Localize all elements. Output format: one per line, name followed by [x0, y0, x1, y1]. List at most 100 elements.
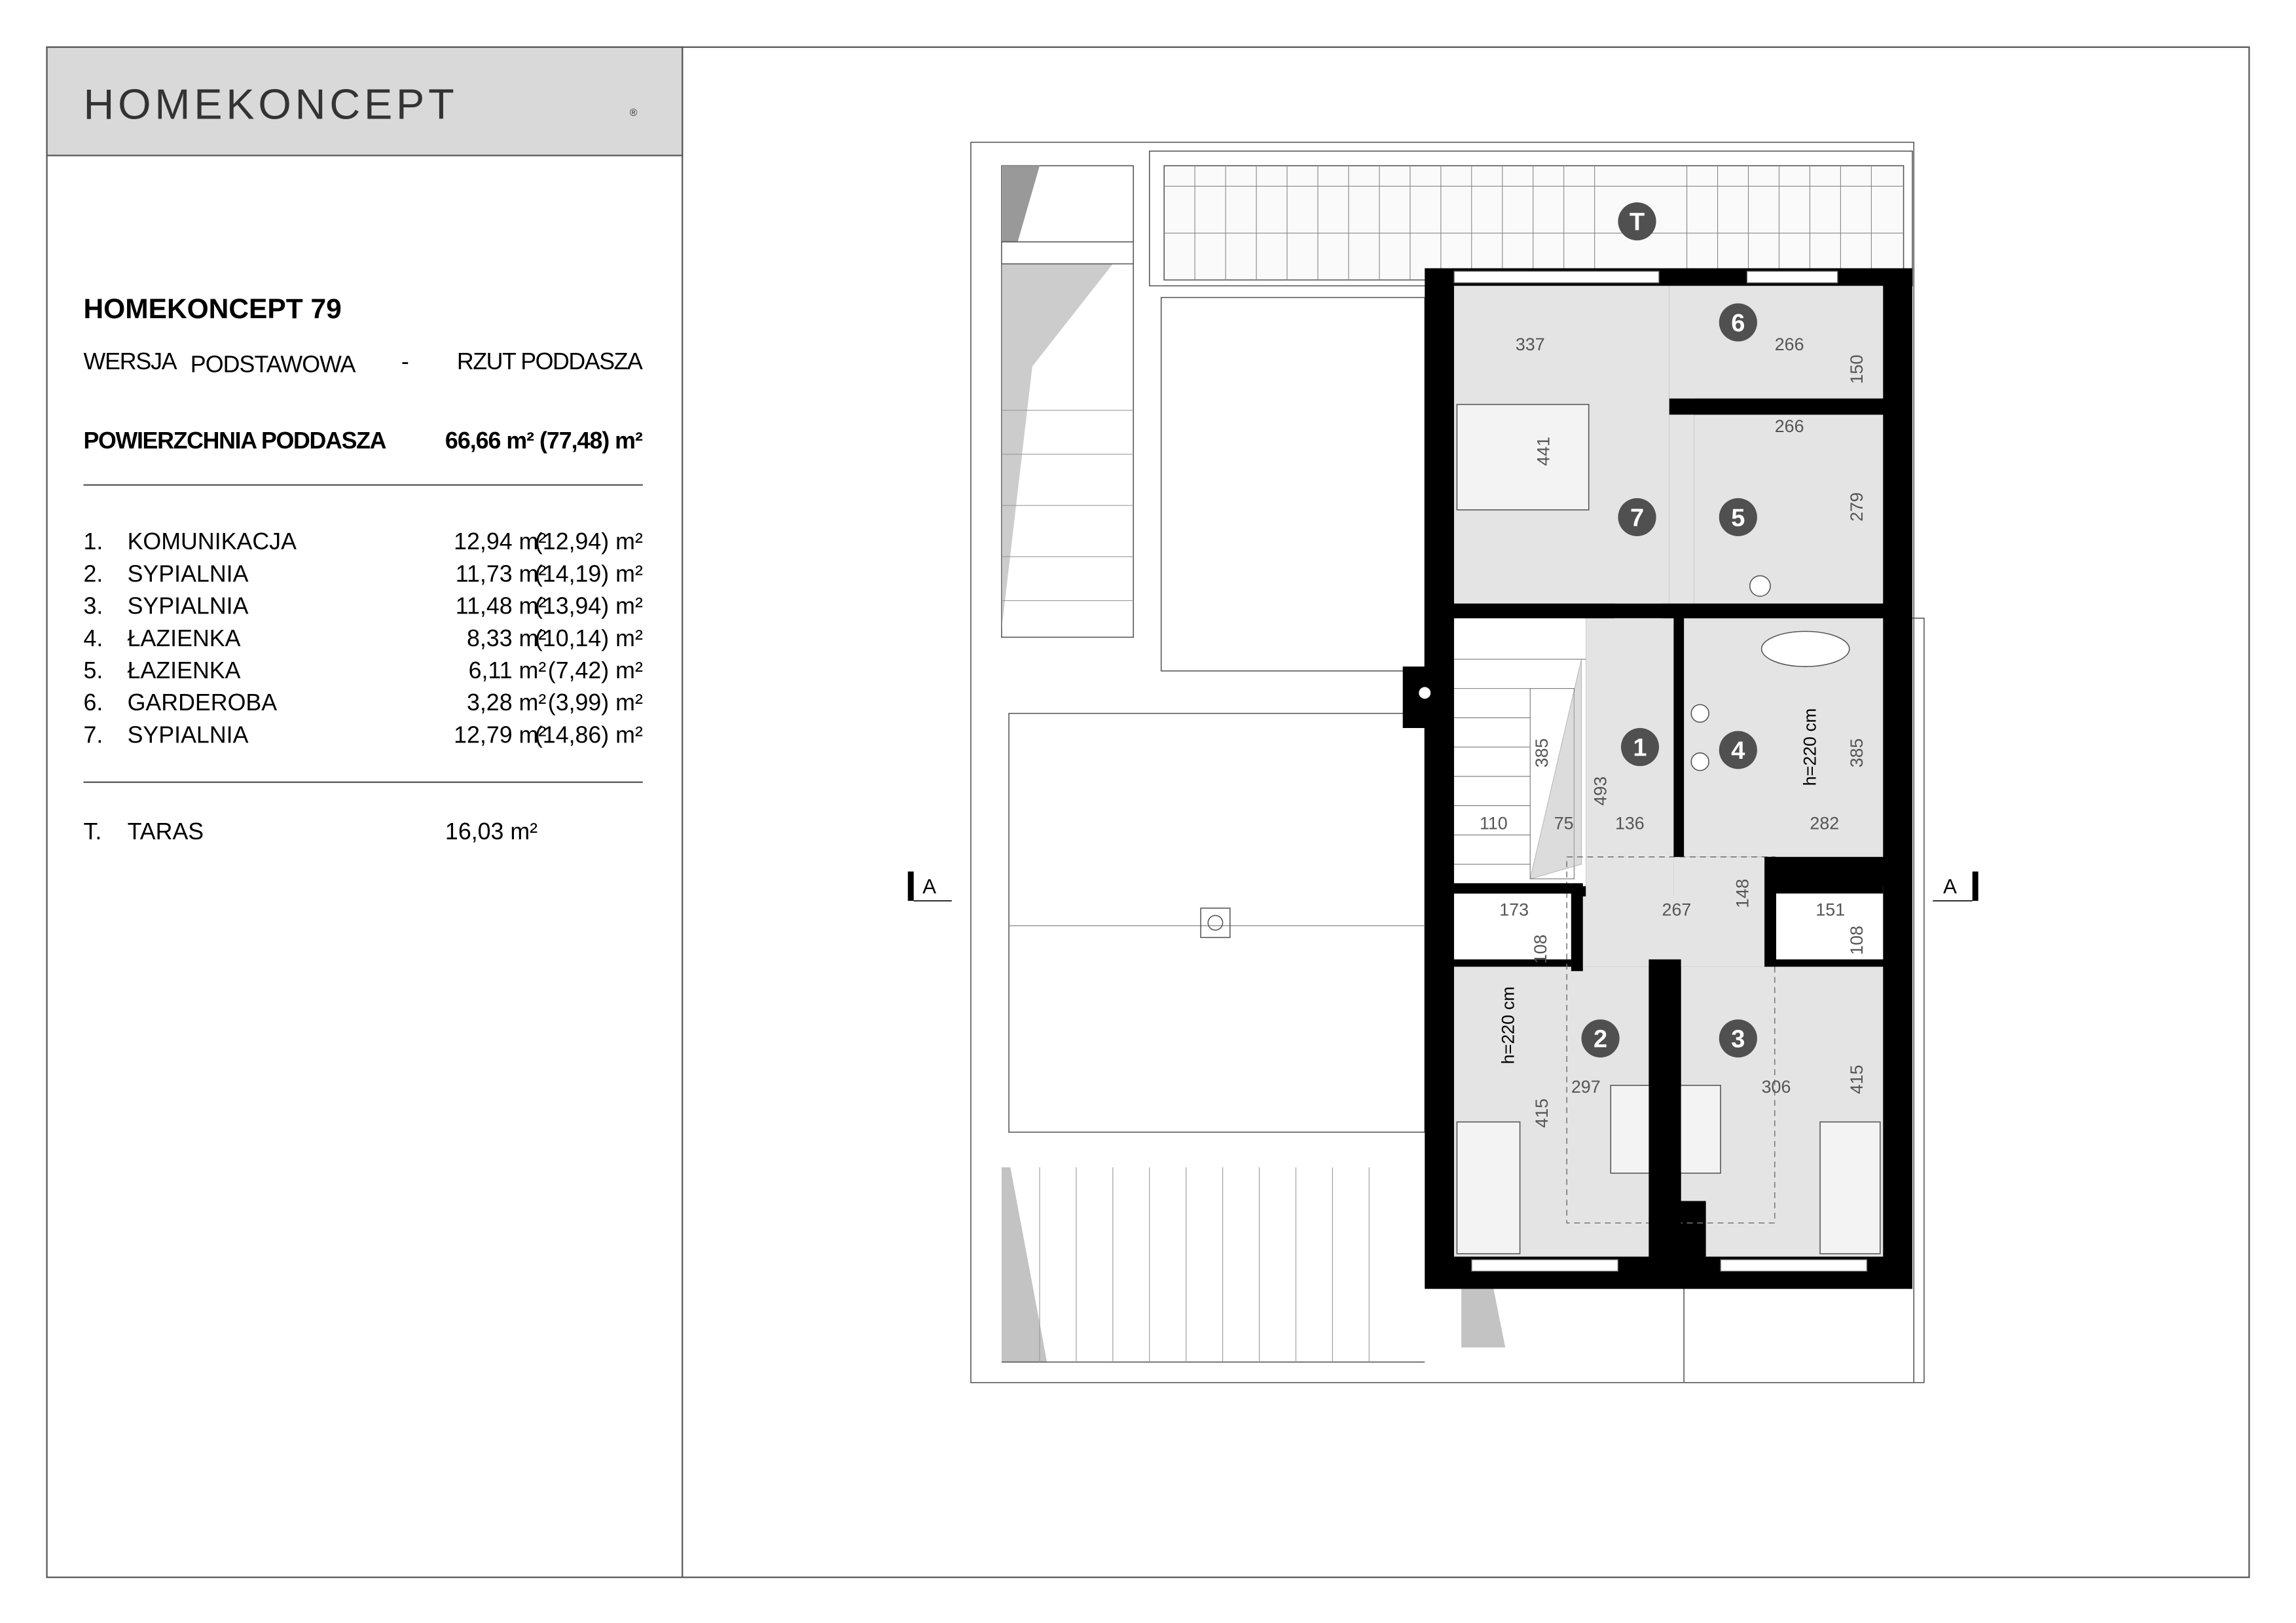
terrace-number: T.: [83, 818, 101, 845]
version-label: WERSJA: [83, 348, 177, 374]
room-gross-area: (10,14) m²: [535, 625, 643, 651]
room-name: KOMUNIKACJA: [128, 528, 297, 555]
room-row: 3. SYPIALNIA 11,48 m² (13,94) m²: [83, 593, 642, 619]
room-name: SYPIALNIA: [128, 721, 249, 748]
room-area: 11,73 m²: [456, 560, 547, 587]
sheet-frame: [46, 46, 2250, 1578]
room-area: 12,94 m²: [454, 528, 546, 555]
room-area: 11,48 m²: [456, 593, 547, 619]
marker-2: 2: [1581, 1019, 1620, 1058]
room-number: 2.: [83, 560, 103, 587]
svg-text:2: 2: [1594, 1026, 1607, 1053]
room-name: ŁAZIENKA: [128, 625, 241, 651]
brand-logo: HOMEKONCEPT: [83, 81, 458, 128]
room-name: ŁAZIENKA: [128, 657, 241, 684]
skylight-icon: [1200, 907, 1231, 938]
terrace: [1148, 151, 1913, 287]
room-row: 6. GARDEROBA 3,28 m² (3,99) m²: [83, 689, 642, 716]
room-number: 7.: [83, 721, 103, 748]
terrace-area: 16,03 m²: [445, 818, 538, 845]
interior-walls: [1453, 398, 1884, 1257]
room-gross-area: (12,94) m²: [535, 528, 643, 555]
dim-label: 266: [1775, 416, 1804, 436]
dim-label: 385: [1532, 739, 1552, 768]
room-name: GARDEROBA: [128, 689, 278, 716]
storage-right: [1776, 886, 1884, 960]
area-label: POWIERZCHNIA PODDASZA: [83, 428, 386, 454]
svg-text:T: T: [1630, 209, 1645, 236]
room-6: [1669, 285, 1884, 399]
dim-label: 279: [1847, 492, 1867, 522]
room-gross-area: (13,94) m²: [535, 593, 643, 619]
dim-label: 110: [1480, 813, 1508, 833]
marker-6: 6: [1719, 303, 1757, 342]
area-value: 66,66 m² (77,48) m²: [445, 428, 643, 454]
room-area: 6,11 m²: [469, 657, 547, 684]
marker-3: 3: [1719, 1019, 1757, 1058]
room-area: 8,33 m²: [467, 625, 546, 651]
room-gross-area: (14,86) m²: [535, 721, 643, 748]
room-markers: 1 2 3 4 5 6 7 T: [1581, 202, 1757, 1058]
dim-label: 441: [1533, 437, 1553, 466]
storage-left: [1453, 893, 1571, 960]
room-name: SYPIALNIA: [128, 560, 249, 587]
room-area: 12,79 m²: [454, 721, 546, 748]
roof-planes: [1001, 165, 1506, 1363]
view-name: RZUT PODDASZA: [457, 348, 643, 374]
dim-label: 108: [1847, 926, 1867, 955]
dim-label: 282: [1810, 813, 1839, 833]
room-row: 1. KOMUNIKACJA 12,94 m² (12,94) m²: [83, 528, 642, 555]
dimensions: 337 266 150 266 441 279 385 493 110 75 1…: [1480, 335, 1867, 1128]
marker-5: 5: [1719, 498, 1757, 537]
dim-label: 337: [1516, 335, 1545, 354]
room-number: 4.: [83, 625, 103, 651]
dim-label: 415: [1532, 1099, 1552, 1128]
room-list: 1. KOMUNIKACJA 12,94 m² (12,94) m² 2. SY…: [83, 528, 642, 748]
room-gross-area: (7,42) m²: [548, 657, 643, 684]
vent-icon: [1419, 687, 1431, 699]
floor-plan: 1 2 3 4 5 6 7 T 337 266 150 266 441 279 …: [907, 141, 1978, 1383]
svg-text:4: 4: [1731, 737, 1745, 765]
terrace-row: T. TARAS 16,03 m²: [83, 818, 538, 845]
room-name: SYPIALNIA: [128, 593, 249, 619]
room-number: 3.: [83, 593, 103, 619]
marker-7: 7: [1618, 498, 1656, 537]
version-value: PODSTAWOWA: [191, 352, 356, 378]
stairs: [1453, 659, 1586, 880]
terrace-name: TARAS: [128, 818, 204, 845]
room-row: 7. SYPIALNIA 12,79 m² (14,86) m²: [83, 721, 642, 748]
dim-label: 150: [1847, 355, 1867, 384]
room-row: 5. ŁAZIENKA 6,11 m² (7,42) m²: [83, 657, 642, 684]
marker-1: 1: [1620, 728, 1660, 767]
dim-label: 136: [1615, 813, 1645, 833]
svg-text:6: 6: [1731, 310, 1745, 337]
furniture: [1456, 403, 1881, 1254]
room-number: 5.: [83, 657, 103, 684]
dim-label: 266: [1775, 335, 1804, 354]
registered-mark: ®: [630, 107, 638, 119]
dim-label: 267: [1662, 900, 1692, 919]
room-area: 3,28 m²: [467, 689, 546, 716]
svg-text:3: 3: [1731, 1026, 1745, 1053]
dim-label: 385: [1847, 739, 1867, 768]
separator: -: [401, 348, 409, 374]
dim-label: 148: [1733, 879, 1753, 908]
dim-label: 173: [1499, 900, 1529, 919]
svg-text:A: A: [922, 875, 936, 898]
dim-label: 151: [1815, 900, 1845, 919]
project-title: HOMEKONCEPT 79: [83, 294, 341, 325]
windows: [1453, 270, 1868, 1272]
room-gross-area: (3,99) m²: [548, 689, 643, 716]
svg-text:5: 5: [1731, 504, 1745, 532]
dim-label: 108: [1531, 934, 1550, 964]
height-label: h=220 cm: [1499, 987, 1518, 1065]
room-row: 2. SYPIALNIA 11,73 m² (14,19) m²: [83, 560, 642, 587]
section-marker-left: A: [907, 871, 952, 902]
dim-label: 415: [1847, 1065, 1867, 1094]
svg-text:7: 7: [1630, 504, 1644, 532]
section-marker-right: A: [1933, 871, 1978, 902]
marker-4: 4: [1719, 731, 1757, 769]
room-number: 6.: [83, 689, 103, 716]
room-gross-area: (14,19) m²: [535, 560, 643, 587]
